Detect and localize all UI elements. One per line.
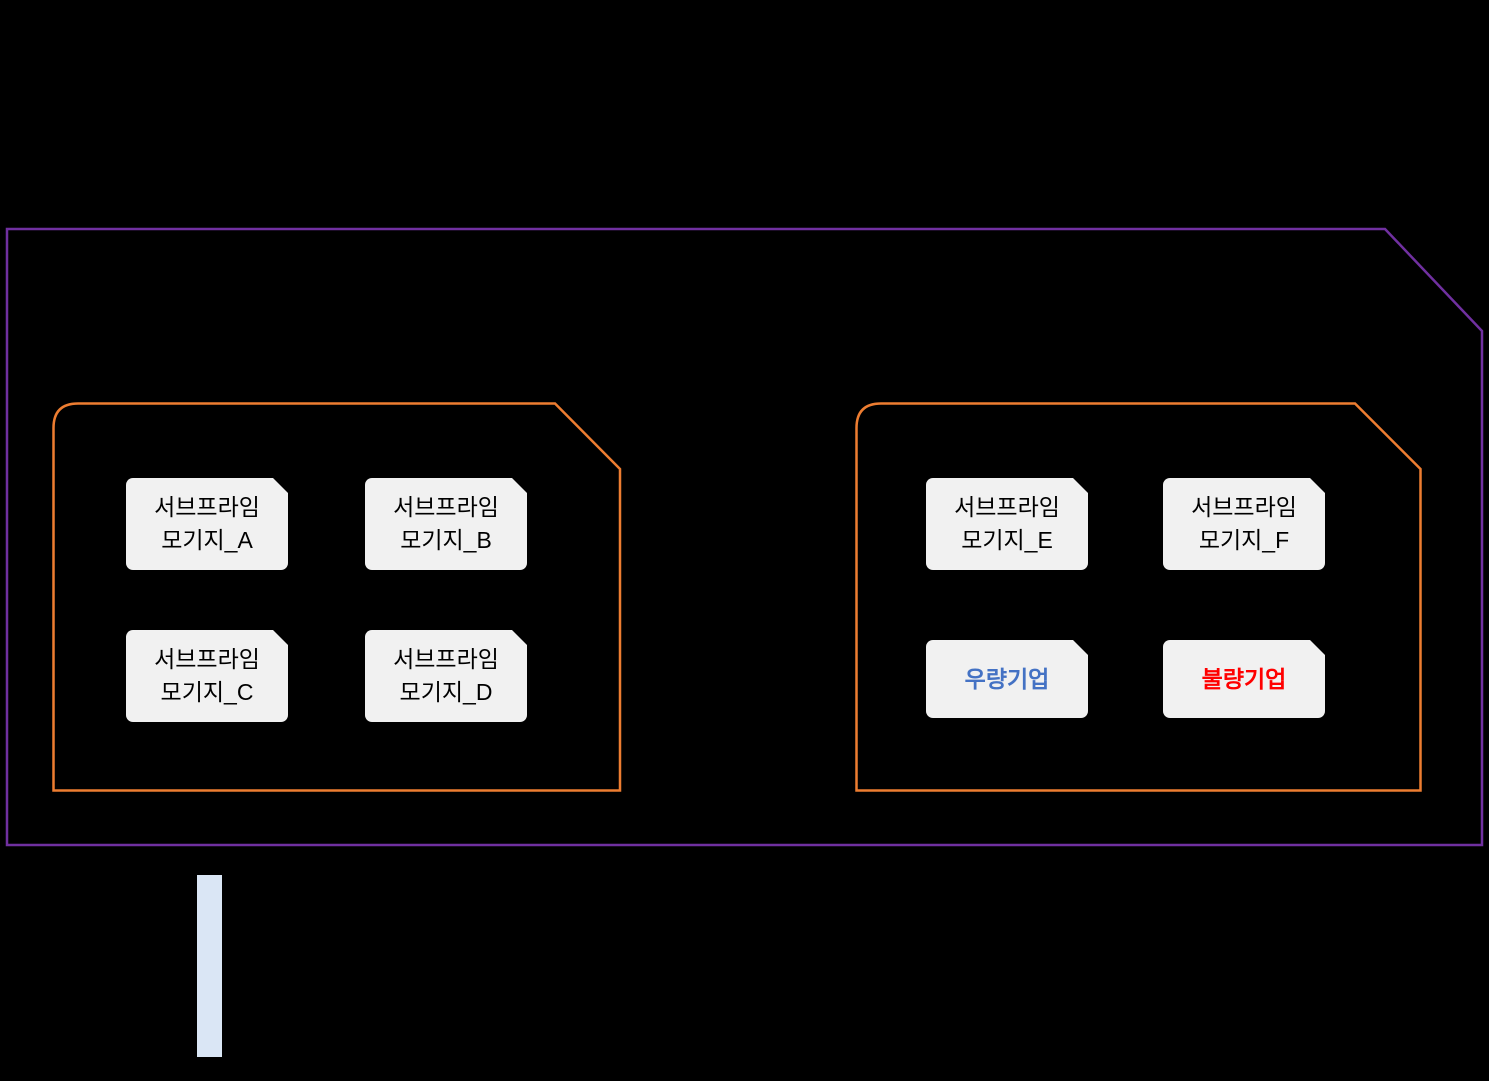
- note-card-line1: 서브프라임: [393, 646, 499, 673]
- note-card-line1: 서브프라임: [393, 494, 499, 521]
- note-card-line1: 서브프라임: [954, 494, 1060, 521]
- note-card-line2: 모기지_F: [1198, 527, 1290, 553]
- note-card-bad-company[interactable]: 불량기업: [1163, 640, 1325, 718]
- note-card-subprime-a[interactable]: 서브프라임 모기지_A: [126, 478, 288, 570]
- note-card-line2: 모기지_A: [161, 527, 253, 553]
- group-right-box: [855, 402, 1422, 792]
- group-left-box: [52, 402, 622, 792]
- note-card-line2: 모기지_E: [961, 527, 1053, 553]
- note-card-line1: 서브프라임: [154, 494, 260, 521]
- note-card-label: 불량기업: [1201, 665, 1287, 692]
- note-card-subprime-d[interactable]: 서브프라임 모기지_D: [365, 630, 527, 722]
- legend-bar: [197, 875, 222, 1057]
- note-card-line1: 서브프라임: [154, 646, 260, 673]
- note-card-subprime-e[interactable]: 서브프라임 모기지_E: [926, 478, 1088, 570]
- note-card-line2: 모기지_B: [400, 527, 492, 553]
- note-card-line1: 서브프라임: [1191, 494, 1297, 521]
- group-right-path: [855, 402, 1422, 792]
- outer-container-path: [5, 227, 1484, 847]
- group-left-path: [52, 402, 622, 792]
- note-card-subprime-f[interactable]: 서브프라임 모기지_F: [1163, 478, 1325, 570]
- note-card-line2: 모기지_D: [399, 679, 493, 705]
- note-card-good-company[interactable]: 우량기업: [926, 640, 1088, 718]
- note-card-label: 우량기업: [964, 665, 1050, 692]
- note-card-subprime-c[interactable]: 서브프라임 모기지_C: [126, 630, 288, 722]
- outer-purple-container: [5, 227, 1484, 847]
- note-card-line2: 모기지_C: [160, 679, 254, 705]
- outer-container-outline: [5, 227, 1484, 847]
- note-card-subprime-b[interactable]: 서브프라임 모기지_B: [365, 478, 527, 570]
- group-right-outline: [855, 402, 1422, 792]
- group-left-outline: [52, 402, 622, 792]
